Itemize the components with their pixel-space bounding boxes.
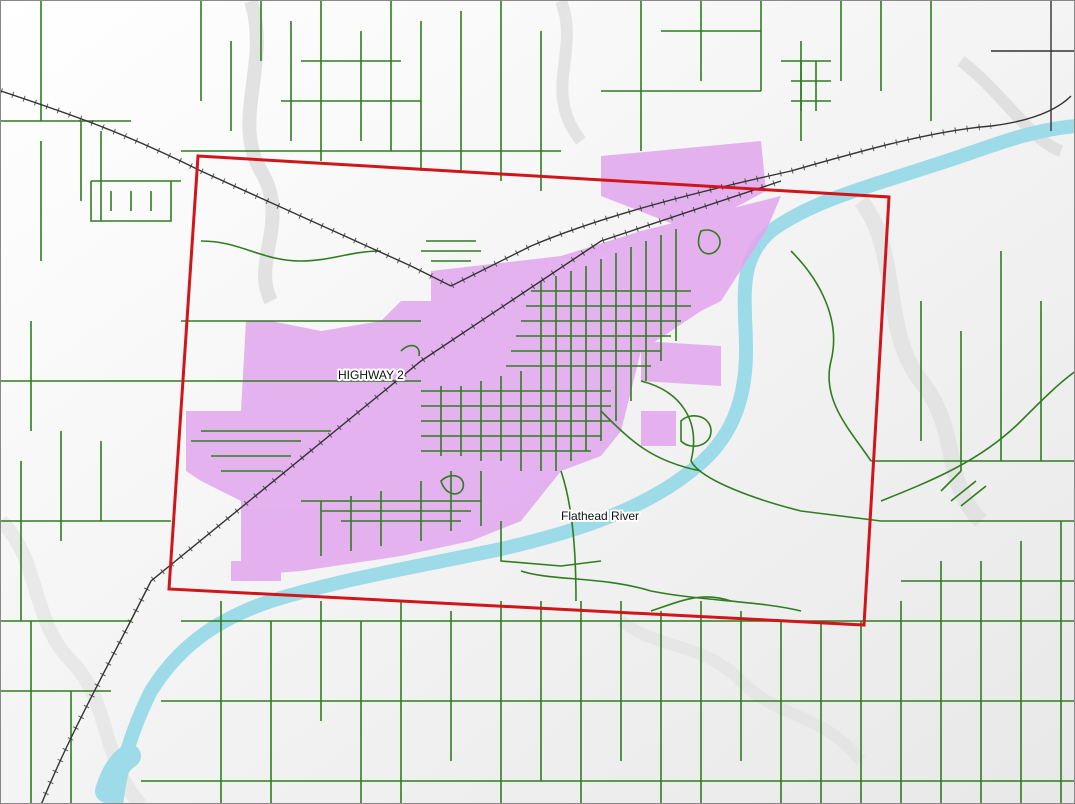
- arterial-roads: [1, 240, 882, 612]
- highway-label: HIGHWAY 2: [338, 368, 404, 382]
- town-grid: [191, 229, 691, 556]
- cul-de-sacs: [400, 229, 721, 495]
- study-area-boundary[interactable]: [167, 154, 891, 627]
- river-label: Flathead River: [561, 509, 639, 523]
- flathead-river: [95, 119, 1074, 803]
